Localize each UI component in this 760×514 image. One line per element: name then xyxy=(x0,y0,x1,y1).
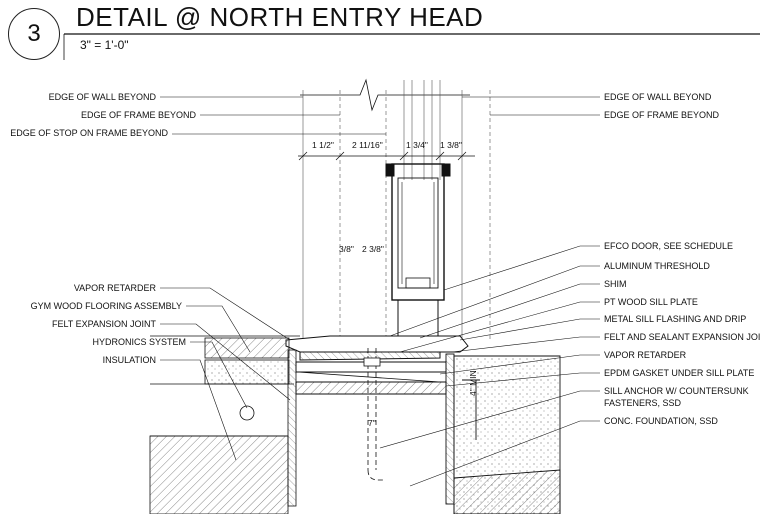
label-efco-door: EFCO DOOR, SEE SCHEDULE xyxy=(604,241,734,251)
label-sill-anchor: SILL ANCHOR W/ COUNTERSUNK xyxy=(604,386,749,396)
label-edge-of-wall-left: EDGE OF WALL BEYOND xyxy=(48,92,156,102)
label-edge-of-stop: EDGE OF STOP ON FRAME BEYOND xyxy=(10,128,168,138)
reference-lines xyxy=(302,80,491,340)
detail-title: DETAIL @ NORTH ENTRY HEAD xyxy=(76,2,484,32)
label-pt-wood-sill-plate: PT WOOD SILL PLATE xyxy=(604,297,698,307)
label-edge-of-frame-left: EDGE OF FRAME BEYOND xyxy=(80,110,196,120)
detail-scale: 3" = 1'-0" xyxy=(80,38,129,52)
label-gym-wood-flooring: GYM WOOD FLOORING ASSEMBLY xyxy=(30,301,182,311)
label-felt-sealant-joint: FELT AND SEALANT EXPANSION JOINT xyxy=(604,332,760,342)
dimension-4: 1 3/8" xyxy=(440,140,462,150)
label-aluminum-threshold: ALUMINUM THRESHOLD xyxy=(604,261,710,271)
label-metal-sill-flashing: METAL SILL FLASHING AND DRIP xyxy=(604,314,747,324)
label-fasteners: FASTENERS, SSD xyxy=(604,398,682,408)
threshold xyxy=(285,335,469,395)
dimension-8: 7" xyxy=(368,418,376,428)
label-vapor-retarder-left: VAPOR RETARDER xyxy=(73,283,156,293)
sill-anchor xyxy=(363,348,384,481)
concrete-foundation xyxy=(445,353,561,514)
detail-number: 3 xyxy=(8,8,60,60)
dimension-6: 2 3/8" xyxy=(362,244,384,254)
label-insulation: INSULATION xyxy=(102,355,156,365)
leaders-right xyxy=(379,96,600,487)
break-line xyxy=(300,78,470,112)
label-edge-of-wall-right: EDGE OF WALL BEYOND xyxy=(604,92,712,102)
leaders-left xyxy=(160,96,386,461)
dimension-line-top xyxy=(298,151,475,161)
dimension-3: 1 3/4" xyxy=(406,140,428,150)
dimension-5: 3/8" xyxy=(339,244,354,254)
label-hydronics-system: HYDRONICS SYSTEM xyxy=(92,337,186,347)
label-vapor-retarder-right: VAPOR RETARDER xyxy=(604,350,687,360)
floor-assembly xyxy=(149,335,300,514)
label-conc-foundation: CONC. FOUNDATION, SSD xyxy=(604,416,718,426)
label-felt-expansion-joint: FELT EXPANSION JOINT xyxy=(51,319,156,329)
title-underline xyxy=(63,33,760,60)
label-edge-of-frame-right: EDGE OF FRAME BEYOND xyxy=(604,110,720,120)
dimension-7: 4" MIN xyxy=(468,370,478,396)
door-frame xyxy=(385,163,451,336)
label-shim: SHIM xyxy=(604,279,627,289)
label-epdm-gasket: EPDM GASKET UNDER SILL PLATE xyxy=(604,368,755,378)
dimension-1: 1 1/2" xyxy=(312,140,334,150)
dimension-2: 2 11/16" xyxy=(352,140,383,150)
